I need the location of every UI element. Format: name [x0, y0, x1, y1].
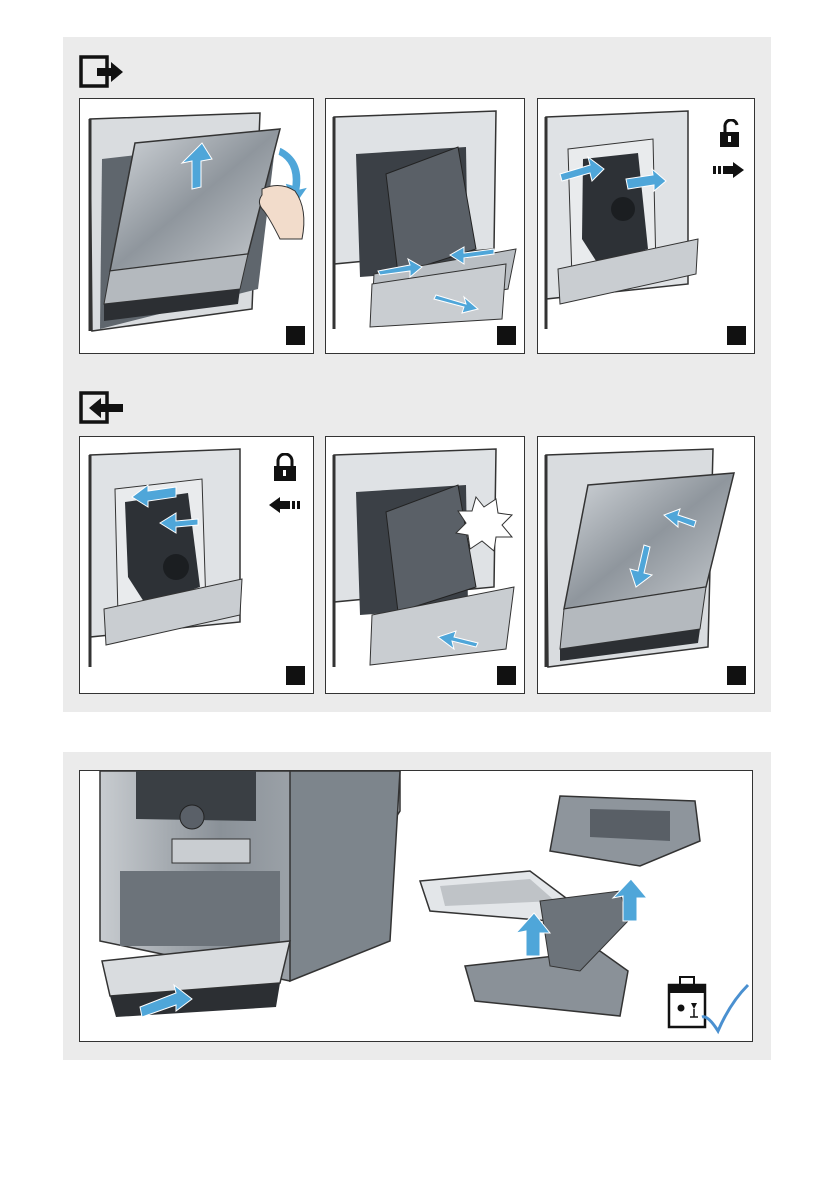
- step-panel-close-door: [537, 436, 755, 694]
- step-panel-lock-brew-unit: [79, 436, 314, 694]
- step-number-box: [286, 666, 305, 685]
- step-number-box: [497, 666, 516, 685]
- step-number-box: [286, 326, 305, 345]
- checkmark-icon: [698, 983, 750, 1035]
- coffee-machine-illustration: [100, 771, 400, 1017]
- step-number-box: [727, 326, 746, 345]
- step-panel-unlock-brew-unit: [537, 98, 755, 354]
- lock-open-icon: [718, 119, 744, 149]
- step-panel-open-door: [79, 98, 314, 354]
- step-number-box: [727, 666, 746, 685]
- slide-left-arrow-icon: [268, 497, 300, 513]
- step-panel-pull-tray: [325, 98, 525, 354]
- lock-closed-icon: [272, 453, 298, 483]
- step-panel-push-tray: [325, 436, 525, 694]
- insert-icon: [79, 391, 127, 425]
- step-number-box: [497, 326, 516, 345]
- drip-tray-parts-illustration: [420, 796, 700, 1016]
- drip-tray-panel: [79, 770, 753, 1042]
- remove-icon: [79, 55, 127, 89]
- slide-right-arrow-icon: [713, 162, 745, 178]
